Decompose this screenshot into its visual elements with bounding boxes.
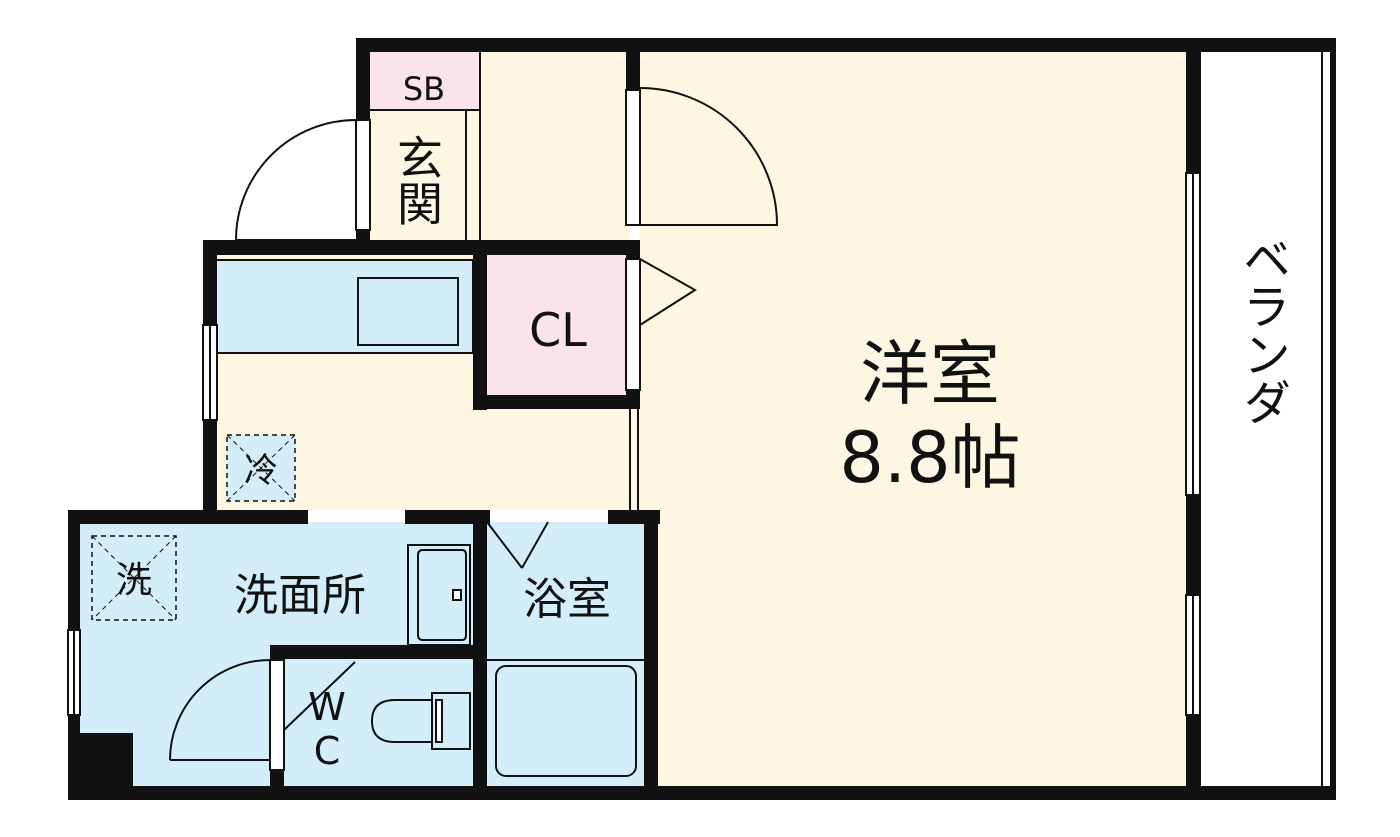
bathtub: [495, 665, 637, 777]
entrance-label: 玄関: [390, 134, 444, 226]
sink-basin: [357, 277, 459, 346]
western-room-label: 洋室: [860, 333, 1000, 415]
toilet-label-c: C: [314, 729, 341, 773]
balcony-label: ベランダ: [1234, 234, 1290, 426]
windows: [67, 172, 1201, 716]
toilet-label-w: W: [308, 685, 346, 729]
fridge-space: [226, 434, 296, 502]
bathroom-label: 浴室: [523, 574, 611, 625]
western-room-size: 8.8帖: [839, 417, 1020, 499]
fridge-label: 冷: [244, 451, 278, 491]
shoe-box-area: [368, 52, 480, 110]
washer-space: [91, 535, 177, 621]
washroom-label: 洗面所: [234, 570, 366, 621]
toilet-fixture: [370, 692, 471, 750]
balcony-floor: [1200, 52, 1330, 786]
washer-label: 洗: [116, 560, 152, 601]
walls: [68, 38, 1336, 800]
closet-area: [487, 255, 627, 395]
shoe-box-label: SB: [403, 70, 445, 108]
vanity-sink: [407, 544, 471, 646]
closet-label: CL: [529, 303, 587, 357]
western-room-floor: [640, 52, 1190, 786]
doors: [169, 87, 778, 771]
